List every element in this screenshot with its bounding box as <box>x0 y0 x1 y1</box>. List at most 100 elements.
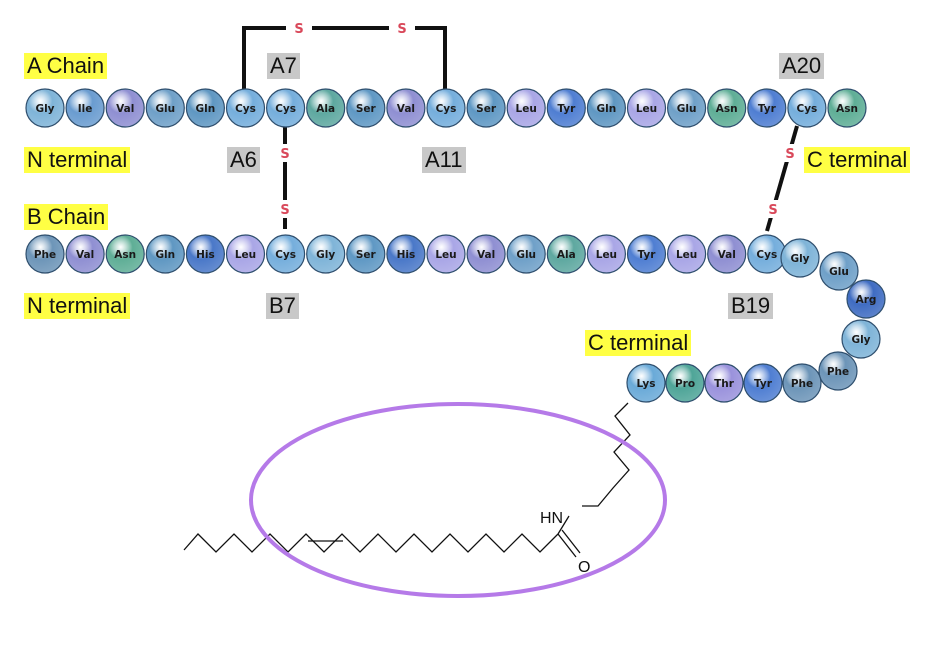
residue-bead <box>466 234 506 274</box>
residue-bead <box>306 234 346 274</box>
residue-ser-A9: Ser <box>346 88 386 128</box>
residue-label: Lys <box>636 378 655 390</box>
residue-his-B10: His <box>386 234 426 274</box>
residue-ala-B14: Ala <box>546 234 586 274</box>
residue-leu-B6: Leu <box>225 234 266 274</box>
residue-bead <box>626 363 666 403</box>
sulfur-atom: S <box>294 22 303 37</box>
residue-bead <box>846 279 886 319</box>
residue-leu-B17: Leu <box>666 234 707 274</box>
a-chain-label: A Chain <box>24 53 108 79</box>
a7-label: A7 <box>267 53 300 79</box>
residue-bead <box>626 234 667 274</box>
residue-label: Ile <box>78 103 93 115</box>
residue-label: Gln <box>597 103 617 115</box>
residue-label: Ala <box>557 249 576 261</box>
residue-bead <box>665 363 705 403</box>
residue-bead <box>225 88 266 128</box>
lysine-side-chain <box>582 402 631 507</box>
residue-bead <box>306 88 346 128</box>
residue-label: Gly <box>790 253 809 265</box>
residue-label: Phe <box>791 378 813 390</box>
residue-bead <box>145 88 185 128</box>
residue-ser-B9: Ser <box>346 234 386 274</box>
residue-bead <box>747 88 787 128</box>
residue-lys-B29: Lys <box>626 363 666 403</box>
residue-label: Tyr <box>758 103 777 115</box>
residue-phe-B1: Phe <box>25 234 65 274</box>
residue-bead <box>546 234 586 274</box>
residue-gln-B4: Gln <box>145 234 185 274</box>
residue-label: Gly <box>316 249 335 261</box>
residue-label: Glu <box>155 103 175 115</box>
residue-label: Tyr <box>754 378 773 390</box>
residue-bead <box>787 88 827 128</box>
oxygen-label: O <box>578 559 590 576</box>
residue-label: Glu <box>829 266 849 278</box>
residue-label: Val <box>397 103 415 115</box>
residue-label: Cys <box>436 103 457 115</box>
residue-label: Leu <box>676 249 697 261</box>
residue-gln-A5: Gln <box>185 88 225 128</box>
residue-ala-A8: Ala <box>306 88 346 128</box>
residue-bead <box>819 251 859 291</box>
residue-ser-A12: Ser <box>466 88 506 128</box>
carbonyl-bond-1 <box>557 533 577 558</box>
residue-bead <box>266 234 306 274</box>
b7-label: B7 <box>266 293 299 319</box>
a-c-terminal-label: C terminal <box>804 147 911 173</box>
residue-label: Ala <box>316 103 335 115</box>
residue-glu-B21: Glu <box>819 251 859 291</box>
residue-bead <box>704 363 744 403</box>
residue-label: Cys <box>235 103 256 115</box>
b19-label: B19 <box>728 293 774 319</box>
residue-bead <box>25 234 65 274</box>
residue-bead <box>546 88 586 128</box>
residue-label: Gly <box>35 103 54 115</box>
residue-bead <box>818 351 858 391</box>
residue-glu-B13: Glu <box>506 234 546 274</box>
residue-phe-B24: Phe <box>818 351 858 391</box>
residue-label: Gln <box>155 249 175 261</box>
residue-label: Leu <box>235 249 256 261</box>
residue-glu-A4: Glu <box>145 88 185 128</box>
residue-bead <box>506 88 546 128</box>
amine-label: HN <box>540 510 563 527</box>
residue-arg-B22: Arg <box>846 279 886 319</box>
residue-bead <box>586 234 627 274</box>
sulfur-atom: S <box>280 203 289 218</box>
residue-label: His <box>397 249 416 261</box>
residue-label: His <box>196 249 215 261</box>
residue-label: Glu <box>677 103 697 115</box>
carbonyl-bond-2 <box>561 529 581 554</box>
intrachain-bond-a6-a11-right <box>350 26 447 89</box>
residue-label: Thr <box>714 378 735 390</box>
residue-val-A3: Val <box>105 88 145 128</box>
residue-cys-A20: Cys <box>787 88 827 128</box>
residue-leu-A16: Leu <box>626 88 667 128</box>
oleoyl-lipid-chain <box>183 402 631 558</box>
residue-bead <box>743 363 783 403</box>
amide-nh-bond <box>557 515 570 535</box>
residue-label: Leu <box>516 103 537 115</box>
residue-bead <box>707 88 747 128</box>
residue-label: Val <box>116 103 134 115</box>
residue-bead <box>346 234 386 274</box>
residue-bead <box>506 234 546 274</box>
a20-label: A20 <box>779 53 825 79</box>
intrachain-bond-a6-a11 <box>242 26 350 89</box>
residue-cys-B19: Cys <box>747 234 787 274</box>
residue-pro-B28: Pro <box>665 363 705 403</box>
residue-bead <box>782 363 822 403</box>
sulfur-atom: S <box>768 203 777 218</box>
residue-bead <box>65 88 105 128</box>
residue-bead <box>707 234 747 274</box>
residue-gly-A1: Gly <box>25 88 65 128</box>
sulfur-atom: S <box>785 147 794 162</box>
residue-label: Phe <box>34 249 56 261</box>
residue-bead <box>185 88 225 128</box>
residue-label: Val <box>76 249 94 261</box>
residue-bead <box>586 88 627 128</box>
sulfur-labels: S S S S S S <box>276 17 799 218</box>
